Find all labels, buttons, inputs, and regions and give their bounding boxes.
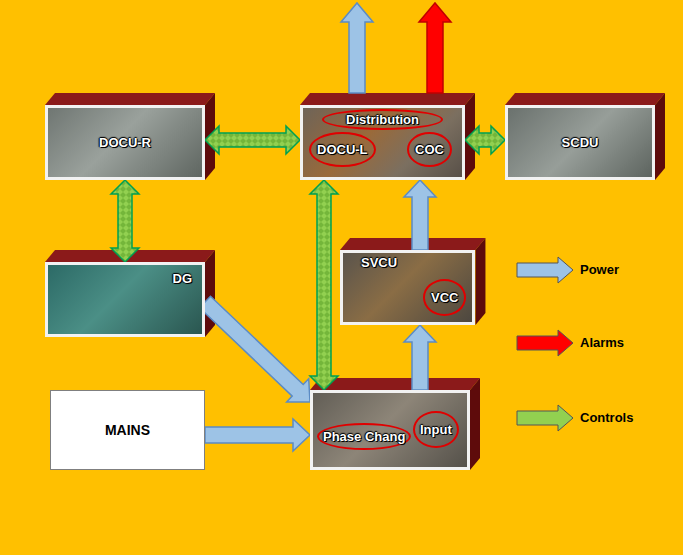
circled-label: DOCU-L	[309, 132, 376, 167]
power-arrow	[205, 419, 310, 451]
cabinet-side-face	[205, 250, 215, 337]
circled-label: Distribution	[322, 109, 443, 130]
control-arrow	[205, 126, 300, 154]
legend-arrow	[517, 257, 573, 283]
circled-label: COC	[407, 132, 452, 167]
box-label: DOCU-R	[99, 135, 151, 150]
cabinet-side-face	[475, 238, 485, 325]
box-label: SCDU	[562, 135, 599, 150]
box-label: SVCU	[361, 255, 397, 270]
generator-box: DG	[45, 262, 205, 337]
circled-label: VCC	[423, 279, 466, 316]
cabinet-box: SCDU	[505, 105, 655, 180]
legend-label: Power	[580, 262, 619, 277]
alarm-out-arrow	[419, 3, 451, 93]
legend-arrow	[517, 330, 573, 356]
legend-label: Controls	[580, 410, 633, 425]
legend-arrow	[517, 405, 573, 431]
cabinet-top-face	[300, 93, 475, 105]
cabinet-top-face	[45, 93, 215, 105]
power-arrow	[404, 325, 436, 390]
cabinet-top-face	[310, 378, 480, 390]
cabinet-box: SVCU VCC	[340, 250, 475, 325]
circled-label: Input	[413, 411, 459, 448]
power-out-arrow	[341, 3, 373, 93]
box-label: DG	[173, 271, 193, 286]
cabinet-side-face	[655, 93, 665, 180]
legend-swatch	[515, 328, 577, 358]
circled-label: Phase Chang	[317, 423, 411, 450]
power-arrow	[404, 180, 436, 250]
legend-label: Alarms	[580, 335, 624, 350]
cabinet-box: DistributionDOCU-L COC	[300, 105, 465, 180]
box-label: MAINS	[105, 423, 150, 438]
cabinet-top-face	[505, 93, 665, 105]
control-arrow	[310, 180, 338, 390]
legend-swatch	[515, 403, 577, 433]
control-arrow	[111, 180, 139, 262]
control-arrow	[465, 126, 505, 154]
cabinet-side-face	[470, 378, 480, 470]
legend-swatch	[515, 255, 577, 285]
cabinet-box: Phase ChangInput	[310, 390, 470, 470]
power-arrow	[200, 296, 311, 402]
source-box: MAINS	[50, 390, 205, 470]
cabinet-box: DOCU-R	[45, 105, 205, 180]
